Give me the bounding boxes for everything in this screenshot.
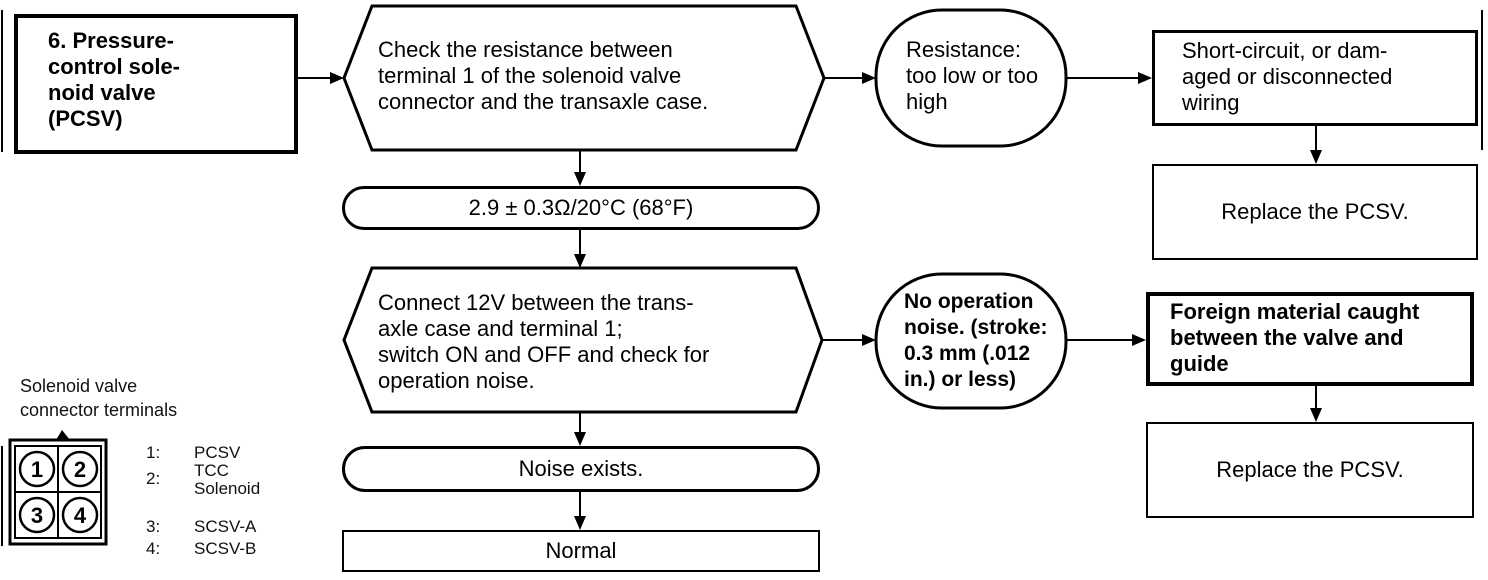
step2-hexagon bbox=[342, 266, 824, 414]
legend-label-2: TCC Solenoid bbox=[194, 461, 261, 498]
normal-box: Normal bbox=[342, 530, 820, 572]
cond2-label: No operation noise. (stroke: 0.3 mm (.01… bbox=[904, 290, 1048, 391]
legend-num-2: 2: bbox=[146, 469, 161, 488]
action1-box: Replace the PCSV. bbox=[1152, 164, 1478, 260]
noise-label: Noise exists. bbox=[518, 456, 644, 481]
spec-pill: 2.9 ± 0.3Ω/20°C (68°F) bbox=[342, 186, 820, 230]
step1-label: Check the resistance between terminal 1 … bbox=[378, 37, 709, 114]
noise-pill: Noise exists. bbox=[342, 446, 820, 492]
cause2-label: Foreign material caught between the valv… bbox=[1170, 299, 1420, 376]
cause1-box bbox=[1152, 30, 1478, 126]
pin-4: 4 bbox=[73, 502, 87, 528]
legend-label-4: SCSV-B bbox=[194, 539, 257, 558]
cond1-label: Resistance: too low or too high bbox=[906, 37, 1039, 114]
cause1-label: Short-circuit, or dam- aged or disconnec… bbox=[1182, 38, 1393, 115]
pin-3: 3 bbox=[30, 502, 44, 528]
connector-title: Solenoid valve connector terminals bbox=[20, 376, 178, 420]
cause2-box bbox=[1146, 292, 1474, 386]
step2-label: Connect 12V between the trans- axle case… bbox=[378, 290, 710, 393]
start-box bbox=[14, 14, 298, 154]
action2-box: Replace the PCSV. bbox=[1146, 422, 1474, 518]
start-box-label: 6. Pressure- control sole- noid valve (P… bbox=[48, 28, 181, 131]
action2-label: Replace the PCSV. bbox=[1216, 457, 1404, 482]
spec-label: 2.9 ± 0.3Ω/20°C (68°F) bbox=[468, 195, 694, 220]
normal-label: Normal bbox=[545, 538, 617, 563]
legend-label-1: PCSV bbox=[194, 443, 241, 462]
pin-2: 2 bbox=[73, 456, 87, 482]
legend-num-4: 4: bbox=[146, 539, 161, 558]
legend-num-3: 3: bbox=[146, 517, 161, 536]
pin-1: 1 bbox=[30, 456, 44, 482]
legend-label-3: SCSV-A bbox=[194, 517, 257, 536]
connector-diagram bbox=[1, 430, 108, 546]
action1-label: Replace the PCSV. bbox=[1221, 199, 1409, 224]
legend-num-1: 1: bbox=[146, 443, 161, 462]
